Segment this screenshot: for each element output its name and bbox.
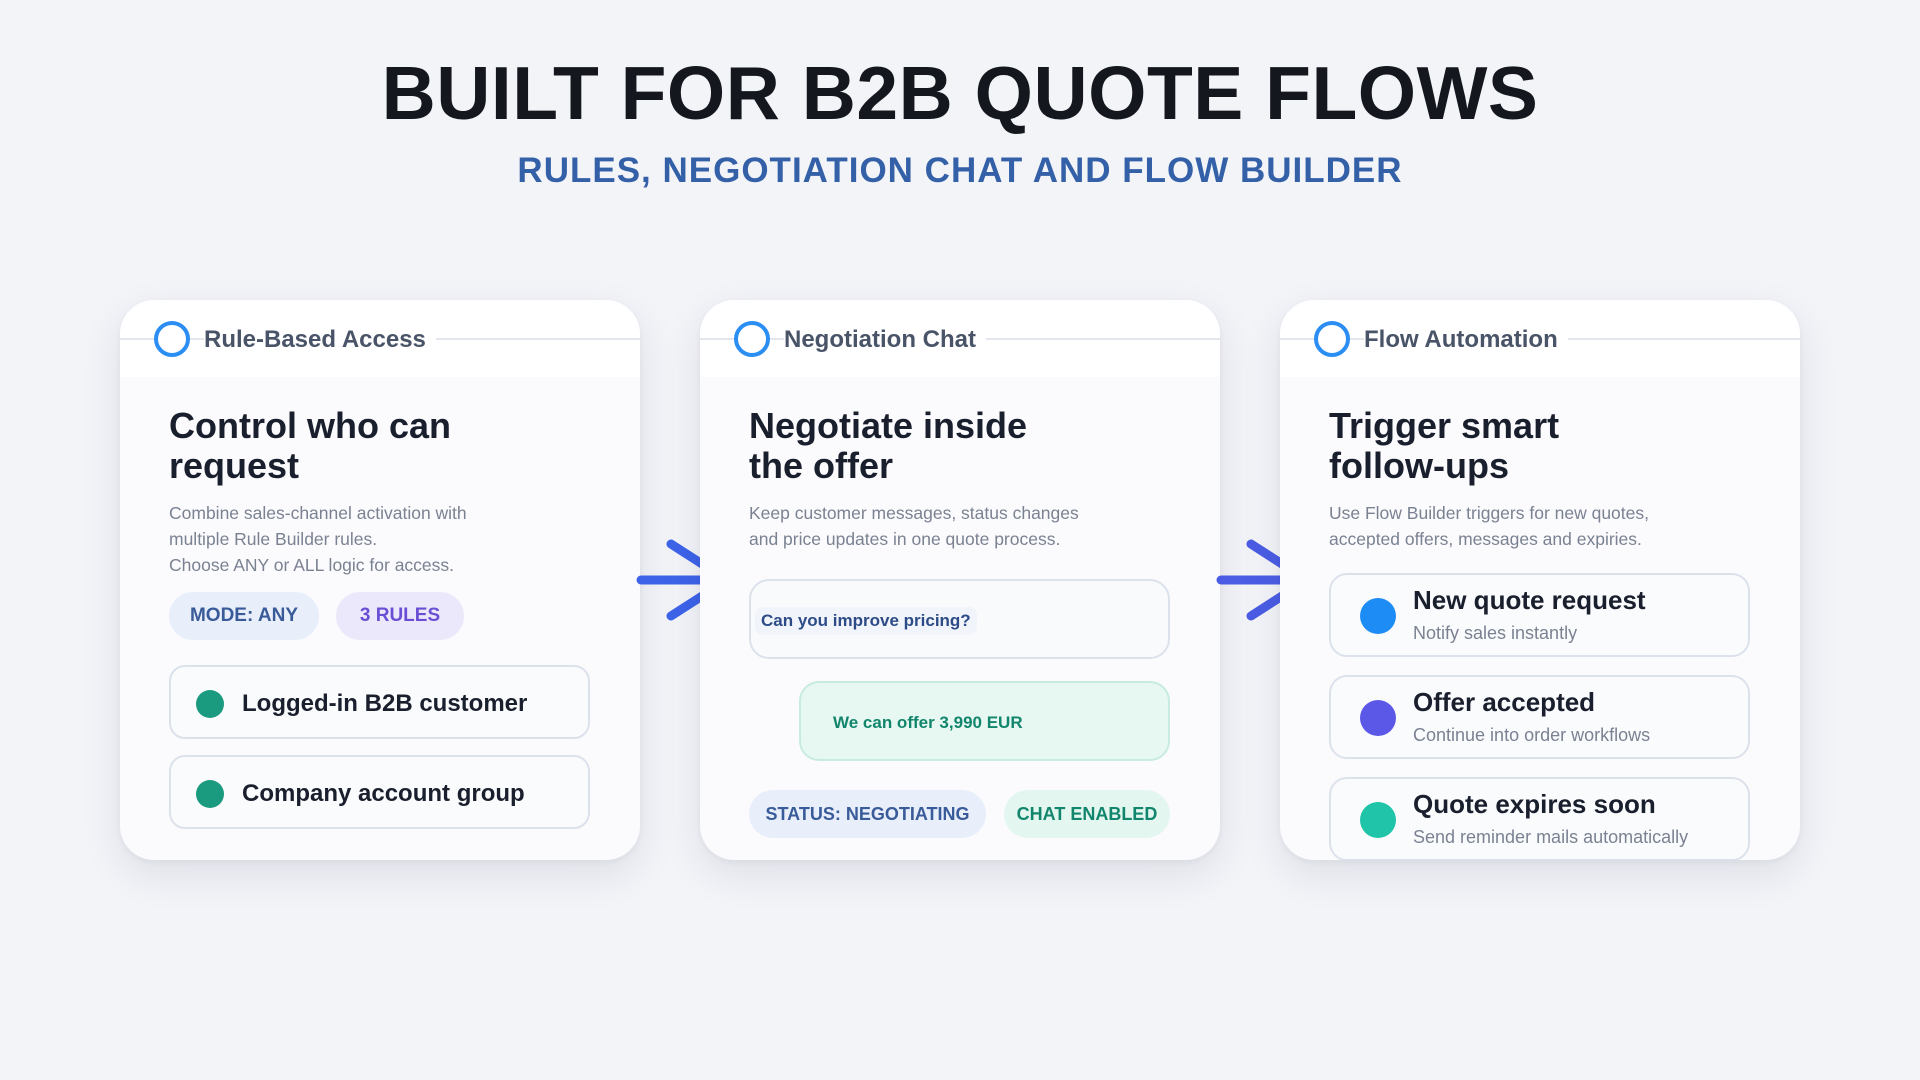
card-description: Keep customer messages, status changes a… — [749, 500, 1179, 552]
rule-item-label: Company account group — [242, 780, 525, 807]
trigger-dot-icon — [1360, 700, 1396, 736]
page-subtitle: RULES, NEGOTIATION CHAT AND FLOW BUILDER — [517, 151, 1403, 190]
status-dot-icon — [196, 690, 224, 718]
status-dot-icon — [196, 780, 224, 808]
card-description: Use Flow Builder triggers for new quotes… — [1329, 500, 1759, 552]
description-line: multiple Rule Builder rules. — [169, 529, 378, 549]
card-title: Negotiate inside the offer — [749, 406, 1169, 486]
card-header-label: Flow Automation — [1364, 326, 1568, 354]
card-header-label: Rule-Based Access — [204, 326, 436, 354]
trigger-dot-icon — [1360, 598, 1396, 634]
flow-trigger-subtitle: Continue into order workflows — [1413, 725, 1651, 745]
card-title-line: the offer — [749, 445, 893, 486]
ring-icon — [734, 321, 770, 357]
description-line: accepted offers, messages and expiries. — [1329, 529, 1642, 549]
page-title: BUILT FOR B2B QUOTE FLOWS — [381, 51, 1539, 135]
flow-trigger-item: New quote request Notify sales instantly — [1329, 573, 1750, 657]
rule-item: Company account group — [169, 755, 590, 829]
card-title-line: request — [169, 445, 300, 486]
description-line: Combine sales-channel activation with — [169, 503, 467, 523]
rule-item: Logged-in B2B customer — [169, 665, 590, 739]
ring-icon — [1314, 321, 1350, 357]
customer-message-text: Can you improve pricing? — [755, 607, 977, 635]
card-description: Combine sales-channel activation with mu… — [169, 500, 599, 578]
seller-message-text: We can offer 3,990 EUR — [833, 713, 1023, 732]
flow-trigger-title: New quote request — [1413, 585, 1646, 615]
card-title-line: follow-ups — [1329, 445, 1509, 486]
card-header: Flow Automation — [1280, 300, 1800, 377]
rules-count-badge: 3 RULES — [336, 592, 464, 640]
seller-message-bubble: We can offer 3,990 EUR — [799, 681, 1170, 761]
description-line: Choose ANY or ALL logic for access. — [169, 555, 455, 575]
card-title: Control who can request — [169, 406, 589, 486]
card-title-line: Control who can — [169, 405, 451, 446]
flow-automation-card: Flow Automation Trigger smart follow-ups… — [1280, 300, 1800, 860]
flow-trigger-subtitle: Notify sales instantly — [1413, 623, 1578, 643]
mode-badge: MODE: ANY — [169, 592, 319, 640]
status-badge: STATUS: NEGOTIATING — [749, 790, 986, 838]
card-header: Rule-Based Access — [120, 300, 640, 377]
flow-trigger-title: Offer accepted — [1413, 687, 1596, 717]
rule-based-access-card: Rule-Based Access Control who can reques… — [120, 300, 640, 860]
chat-enabled-badge: CHAT ENABLED — [1004, 790, 1170, 838]
card-title: Trigger smart follow-ups — [1329, 406, 1749, 486]
flow-trigger-subtitle: Send reminder mails automatically — [1413, 827, 1689, 847]
card-header: Negotiation Chat — [700, 300, 1220, 377]
flow-trigger-item: Quote expires soon Send reminder mails a… — [1329, 777, 1750, 860]
flow-trigger-item: Offer accepted Continue into order workf… — [1329, 675, 1750, 759]
trigger-dot-icon — [1360, 802, 1396, 838]
description-line: Keep customer messages, status changes — [749, 503, 1079, 523]
flow-trigger-title: Quote expires soon — [1413, 789, 1656, 819]
description-line: Use Flow Builder triggers for new quotes… — [1329, 503, 1649, 523]
card-title-line: Negotiate inside — [749, 405, 1028, 446]
negotiation-chat-card: Negotiation Chat Negotiate inside the of… — [700, 300, 1220, 860]
card-header-label: Negotiation Chat — [784, 326, 986, 354]
description-line: and price updates in one quote process. — [749, 529, 1061, 549]
customer-message-bubble: Can you improve pricing? — [749, 579, 1170, 659]
ring-icon — [154, 321, 190, 357]
card-title-line: Trigger smart — [1329, 405, 1560, 446]
rule-item-label: Logged-in B2B customer — [242, 690, 528, 717]
